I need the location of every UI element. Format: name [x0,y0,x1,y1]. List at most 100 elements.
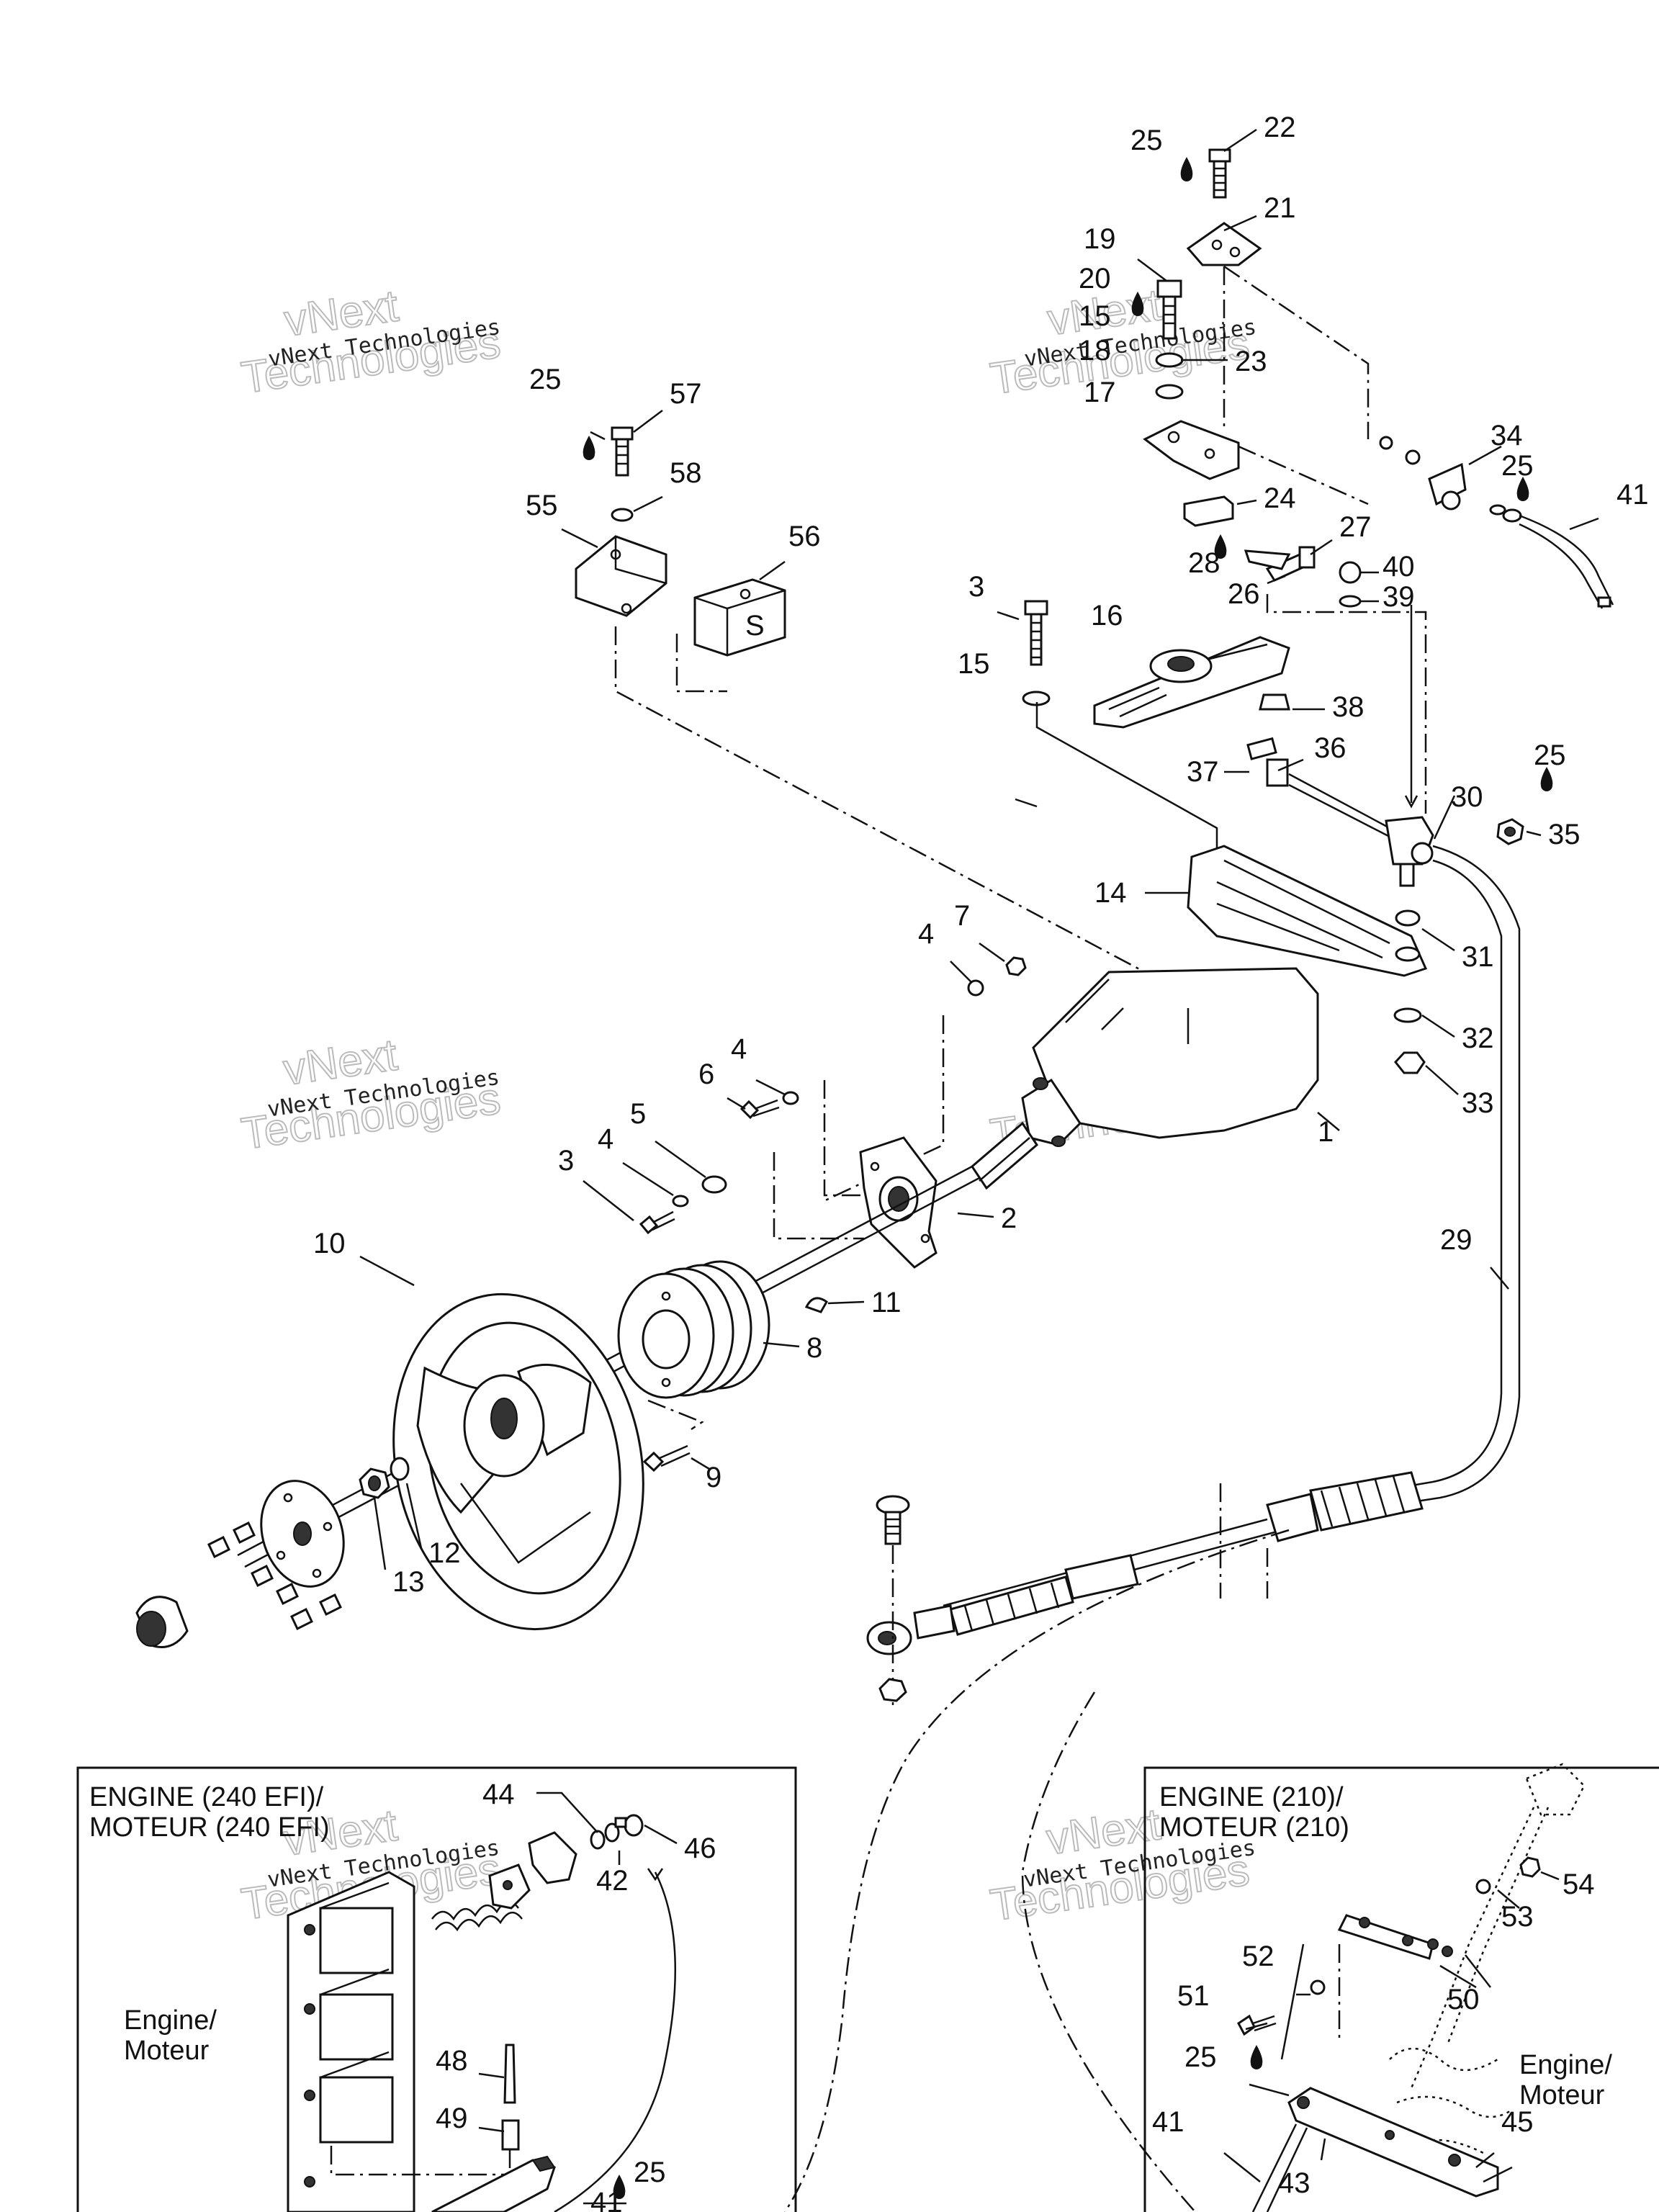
inset-210-title-line2: MOTEUR (210) [1159,1812,1349,1843]
callout-49: 49 [436,2103,468,2134]
steering-wheel-10 [392,1292,644,1631]
callout-9: 9 [706,1462,721,1493]
cable-end-41 [1489,504,1614,609]
pin-48 [503,2044,516,2104]
callout-20: 20 [1079,263,1111,295]
oil-drop-icon [1131,292,1144,316]
wheel-adapter [260,1480,345,1588]
callout-25: 25 [1184,2041,1217,2073]
engine-240efi [287,1871,415,2212]
nut-38 [1259,693,1290,711]
nut-35 [1496,818,1524,845]
callout-28: 28 [1188,547,1220,579]
callout-38: 38 [1332,691,1364,723]
callout-43: 43 [1278,2167,1310,2199]
callout-53: 53 [1501,1901,1534,1933]
callout-2: 2 [1001,1202,1017,1234]
watermark-top-right: vNext Technologies vNext Technologies [986,279,1258,405]
callout-42: 42 [596,1865,629,1897]
fitting-37 [1246,737,1289,787]
washer-32 [1393,1007,1422,1023]
callout-30: 30 [1451,781,1483,813]
callout-31: 31 [1462,941,1494,973]
washer-5 [701,1175,727,1194]
callout-34: 34 [1491,420,1523,451]
throttle-linkage-210 [1389,1763,1586,2154]
oil-drop-icon [583,436,595,460]
oil-drop-icon [613,2175,626,2199]
callout-3: 3 [968,571,984,603]
callout-12: 12 [428,1537,461,1569]
callout-14: 14 [1094,877,1127,909]
inset-240efi-title-line2: MOTEUR (240 EFI) [89,1812,330,1843]
hub-8 [617,1260,770,1399]
callout-54: 54 [1563,1869,1595,1900]
callout-33: 33 [1462,1087,1494,1119]
callout-16: 16 [1091,600,1123,631]
callout-58: 58 [670,457,702,489]
callout-18: 18 [1079,335,1111,367]
bolt-set [207,1521,342,1631]
inset-240efi-engine-label-line2: Moteur [124,2036,210,2066]
callout-13: 13 [392,1566,425,1598]
bracket-55 [575,535,667,617]
callout-32: 32 [1462,1022,1494,1054]
bracket-43-left [431,2155,556,2212]
bracket-17 [1143,420,1240,480]
bolt-3-low [639,1210,675,1235]
clamp-26 [1244,549,1291,570]
bolt-57 [611,426,634,477]
watermark-top-left: vNext Technologies vNext Technologies [238,280,504,403]
flange-2 [859,1136,938,1269]
plate-16 [1093,636,1290,729]
callout-4: 4 [918,918,934,950]
block-56: S [693,578,786,657]
callout-6: 6 [698,1058,714,1090]
bolt-top-end [876,1495,910,1545]
callout-24: 24 [1264,482,1296,514]
callout-45: 45 [1501,2106,1534,2138]
callout-37: 37 [1187,756,1219,788]
callout-25: 25 [1130,125,1163,156]
inset-210 [1143,1766,1659,2212]
callout-3: 3 [558,1145,574,1177]
callout-15: 15 [958,648,990,680]
inset-240efi [76,1766,797,2212]
callout-4: 4 [731,1033,747,1065]
oil-drop-icon [1214,534,1227,559]
bracket-43-right [1287,2087,1499,2198]
inset-240efi-engine-label-line1: Engine/ [124,2005,217,2036]
washer-42 [590,1830,606,1850]
nut-34b [1405,449,1421,465]
callout-36: 36 [1314,732,1346,764]
inset-210-engine-label-line2: Moteur [1519,2080,1605,2110]
callout-7: 7 [954,900,970,932]
callout-46: 46 [684,1833,716,1864]
block-24 [1183,495,1234,527]
horn-button [135,1596,189,1648]
inset-240efi-title-line1: ENGINE (240 EFI)/ [89,1782,324,1812]
callout-41: 41 [1617,479,1649,511]
bolt-3-top [1024,600,1048,666]
steering-column-1 [971,967,1319,1190]
callout-11: 11 [871,1287,902,1318]
callout-17: 17 [1084,377,1116,408]
nut-54 [1519,1856,1541,1878]
callout-25: 25 [529,364,562,395]
ball-joint-46 [614,1814,644,1837]
lever-assembly [488,1831,577,1910]
callout-57: 57 [670,378,702,410]
callout-5: 5 [630,1098,646,1130]
callout-21: 21 [1264,192,1296,224]
callout-25: 25 [1501,450,1534,482]
oil-drop-icon [1250,2045,1263,2069]
callout-39: 39 [1382,581,1415,613]
bolt-6 [739,1099,780,1120]
washer-18 [1155,384,1184,400]
callout-25: 25 [1534,739,1566,771]
nut-7 [1005,956,1027,976]
block-letter: S [745,610,765,642]
key-11 [804,1297,828,1313]
oil-drop-icon [1540,767,1553,791]
